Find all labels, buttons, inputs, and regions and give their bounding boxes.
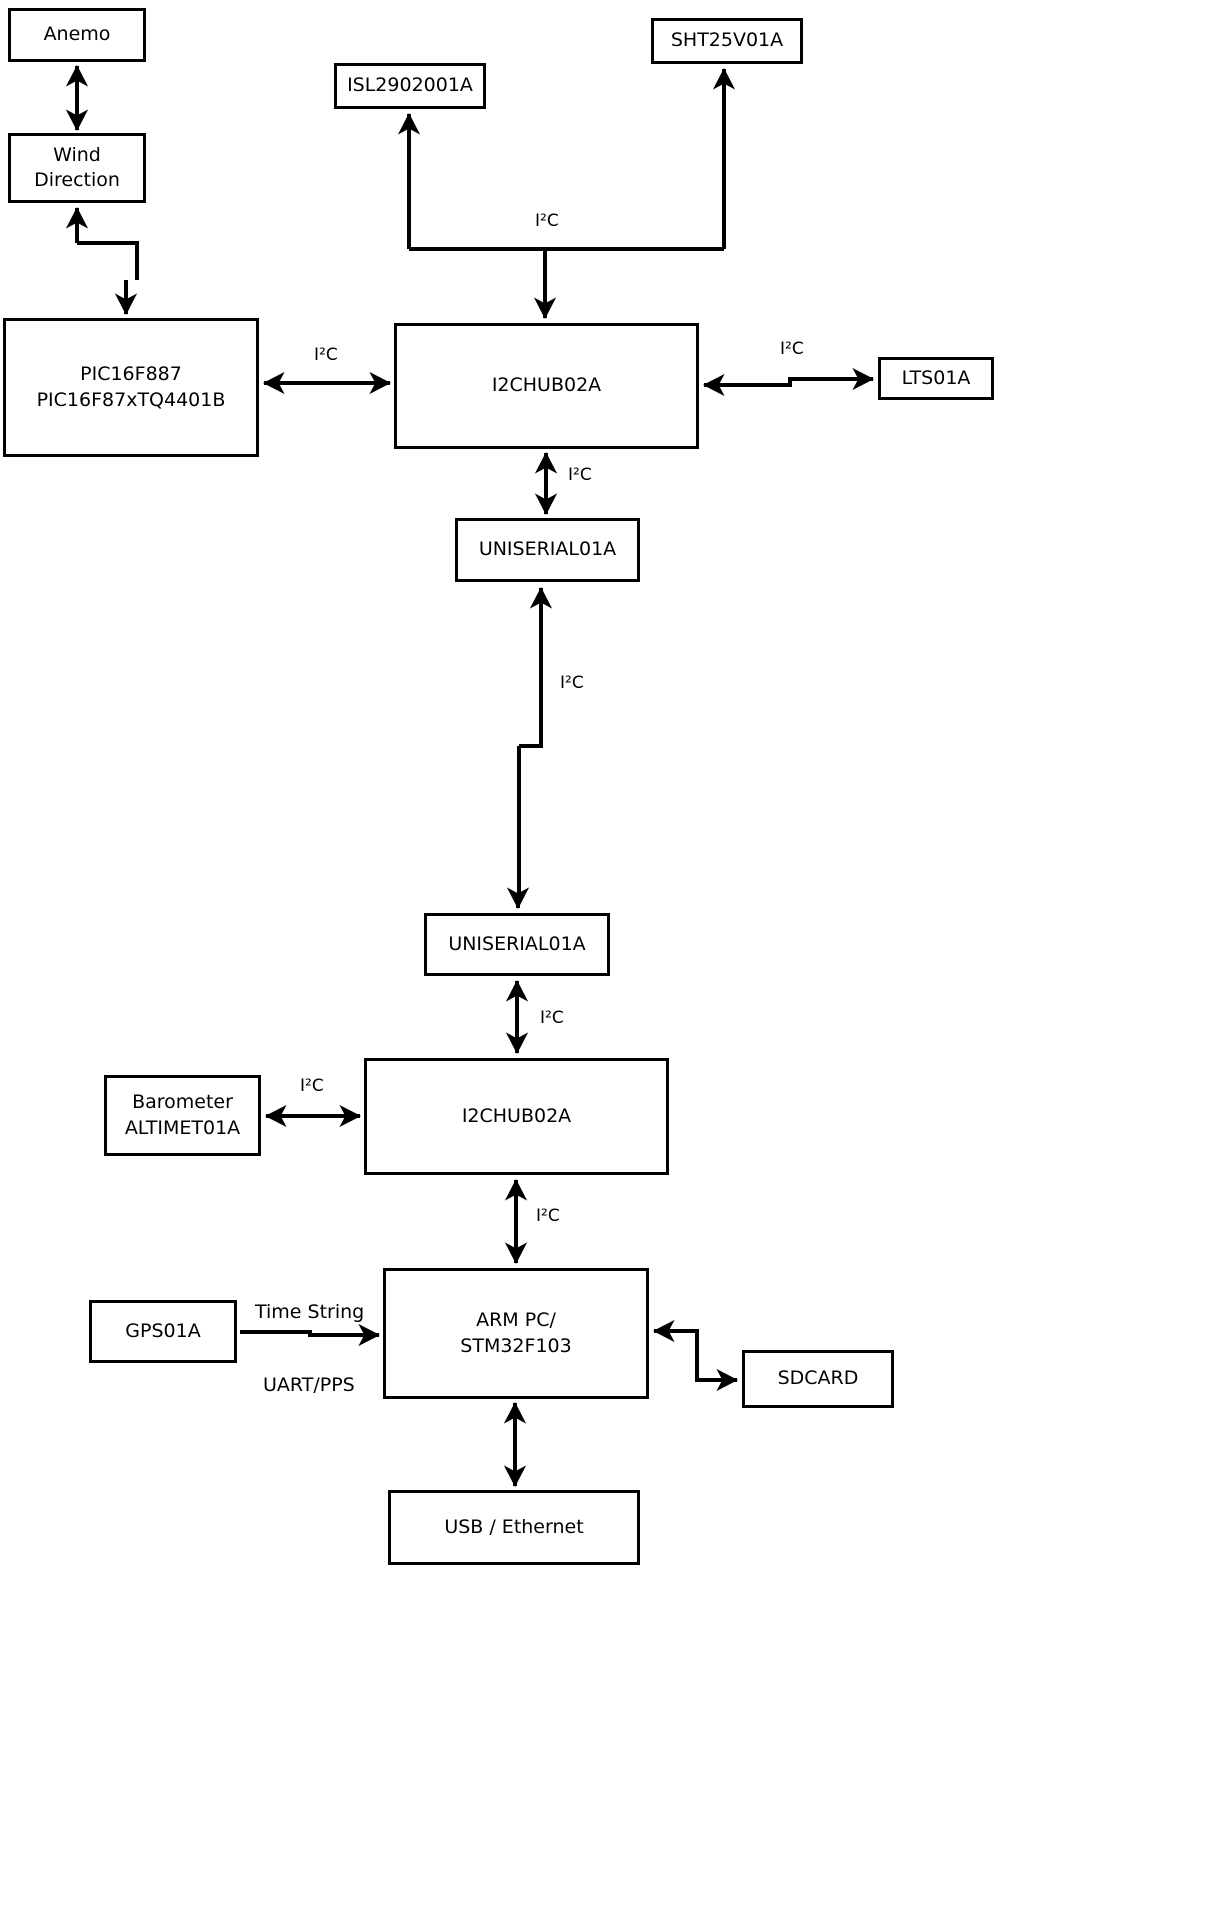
node-i2chub02a-top[interactable]: I2CHUB02A	[394, 323, 699, 449]
edge-label-uart-pps: UART/PPS	[263, 1374, 355, 1396]
node-pic16f887[interactable]: PIC16F887 PIC16F87xTQ4401B	[3, 318, 259, 457]
wire-uniserial-b-to-a-step	[517, 746, 521, 897]
node-isl2902001a-label: ISL2902001A	[347, 74, 473, 97]
node-uniserial01a-upper[interactable]: UNISERIAL01A	[455, 518, 640, 582]
node-arm-pc-stm32f103-label: ARM PC/ STM32F103	[460, 1309, 572, 1357]
node-barometer-altimet01a-label: Barometer ALTIMET01A	[124, 1091, 241, 1139]
node-i2chub02a-top-label: I2CHUB02A	[491, 374, 602, 397]
node-lts01a[interactable]: LTS01A	[878, 357, 994, 400]
node-anemo-label: Anemo	[43, 23, 111, 46]
node-gps01a[interactable]: GPS01A	[89, 1300, 237, 1363]
node-wind-direction[interactable]: Wind Direction	[8, 133, 146, 203]
node-i2chub02a-bottom-label: I2CHUB02A	[461, 1104, 572, 1127]
wire-arm-to-sdcard	[652, 1319, 739, 1392]
edge-label-i2c-uniserial-link: I²C	[560, 673, 584, 693]
node-lts01a-label: LTS01A	[901, 366, 971, 389]
node-usb-ethernet-label: USB / Ethernet	[444, 1515, 584, 1538]
node-uniserial01a-lower-label: UNISERIAL01A	[448, 932, 586, 955]
node-uniserial01a-lower[interactable]: UNISERIAL01A	[424, 913, 610, 976]
node-usb-ethernet[interactable]: USB / Ethernet	[388, 1490, 640, 1565]
edge-label-i2c-top-bus: I²C	[535, 211, 559, 231]
edge-label-time-string: Time String	[255, 1301, 365, 1323]
wire-gps-to-arm	[240, 1323, 381, 1347]
node-sht25v01a[interactable]: SHT25V01A	[651, 18, 803, 64]
wire-uniserial-b-to-a-up	[519, 586, 553, 748]
node-pic16f887-label: PIC16F887 PIC16F87xTQ4401B	[36, 363, 226, 411]
node-anemo[interactable]: Anemo	[8, 8, 146, 62]
node-sdcard-label: SDCARD	[777, 1367, 859, 1390]
node-uniserial01a-upper-label: UNISERIAL01A	[478, 538, 617, 561]
node-barometer-altimet01a[interactable]: Barometer ALTIMET01A	[104, 1075, 261, 1156]
edge-label-i2c-baro-hub: I²C	[300, 1076, 324, 1096]
node-wind-direction-label: Wind Direction	[34, 143, 120, 191]
wire-hub-top-to-lts	[702, 367, 875, 397]
node-i2chub02a-bottom[interactable]: I2CHUB02A	[364, 1058, 669, 1175]
edge-label-i2c-hub-lts: I²C	[780, 339, 804, 359]
node-gps01a-label: GPS01A	[125, 1319, 201, 1342]
node-isl2902001a[interactable]: ISL2902001A	[334, 63, 486, 109]
node-sdcard[interactable]: SDCARD	[742, 1350, 894, 1408]
edge-label-i2c-hub-arm: I²C	[536, 1206, 560, 1226]
edge-label-i2c-uniserial-hub: I²C	[540, 1008, 564, 1028]
edge-label-i2c-hub-uniserial: I²C	[568, 465, 592, 485]
edge-label-i2c-pic-hub: I²C	[314, 345, 338, 365]
node-sht25v01a-label: SHT25V01A	[670, 29, 784, 52]
wire-pic-wind-step	[77, 241, 139, 280]
node-arm-pc-stm32f103[interactable]: ARM PC/ STM32F103	[383, 1268, 649, 1399]
